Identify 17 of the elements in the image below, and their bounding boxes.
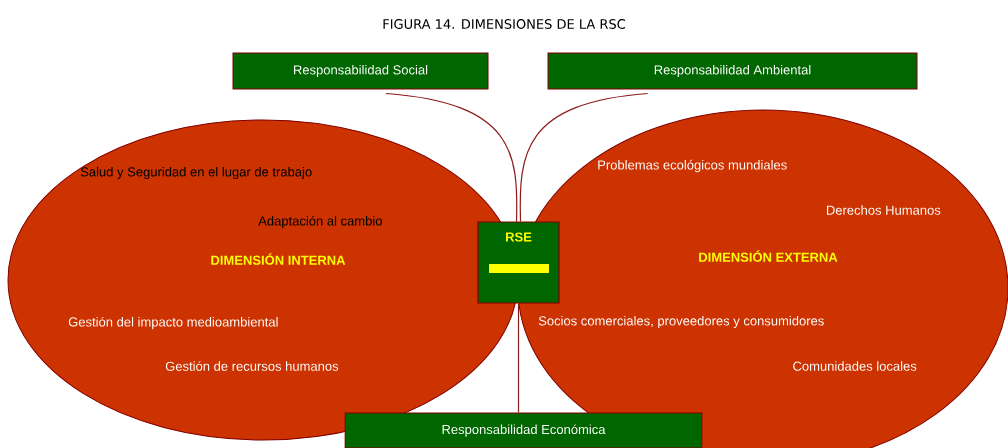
item-text: Derechos Humanos <box>827 205 941 215</box>
section-heading: DIMENSIÓN EXTERNA <box>699 250 838 262</box>
item-text: Comunidades locales <box>793 361 917 371</box>
connector-line <box>519 92 649 222</box>
label-box: Responsabilidad Económica <box>344 412 703 448</box>
item-text: Adaptación al cambio <box>258 215 382 229</box>
label-box: Responsabilidad Social <box>232 52 489 90</box>
item-text: Socios comerciales, proveedores y consumidores <box>538 315 824 329</box>
item-text: Gestión de recursos humanos <box>165 361 339 371</box>
center-box: RSE <box>477 221 560 304</box>
item-text: Problemas ecológicos mundiales <box>598 159 787 173</box>
item-text: Salud y Seguridad en el lugar de trabajo <box>80 166 312 180</box>
item-text: Gestión del impacto medioambiental <box>68 316 278 330</box>
connector-line <box>385 92 518 222</box>
figure-title: FIGURA 14. DIMENSIONES DE LA RSC <box>383 19 626 29</box>
label-box: Responsabilidad Ambiental <box>547 52 918 90</box>
section-heading: DIMENSIÓN INTERNA <box>211 253 346 265</box>
